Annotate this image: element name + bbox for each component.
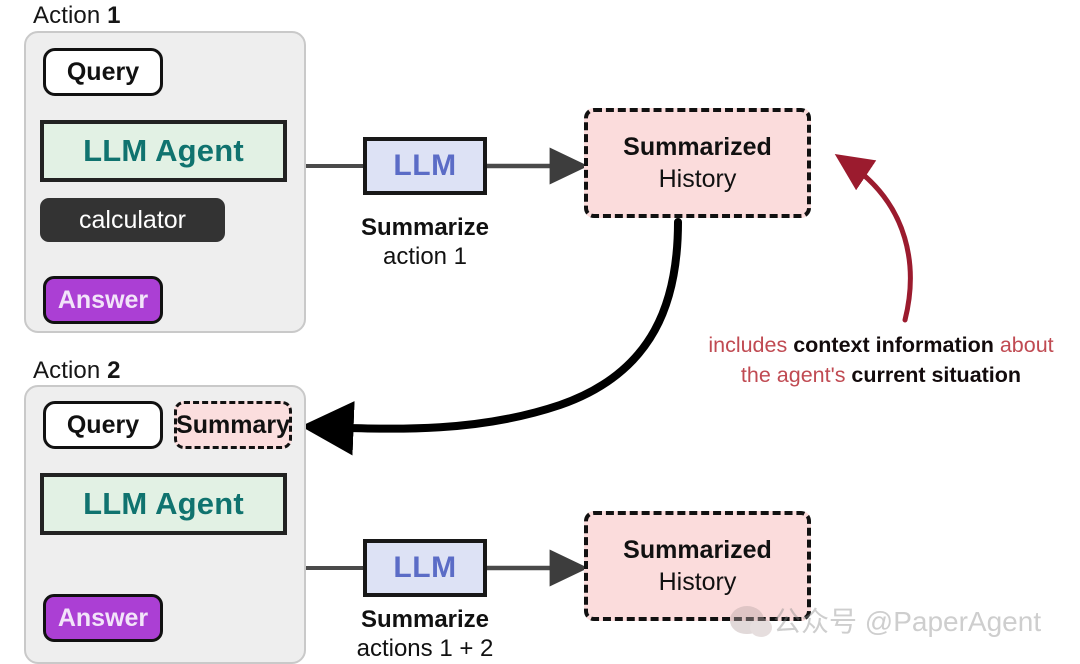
node-tool-calculator-1[interactable]: calculator — [40, 198, 225, 242]
annotation-l1-b: about — [993, 333, 1054, 357]
annotation-arrow-red — [834, 154, 913, 323]
annotation-context-information: includes context information about the a… — [700, 331, 1062, 390]
section-label-prefix-2: Action — [33, 357, 108, 384]
section-label-number-2: 2 — [107, 357, 121, 384]
node-answer-1[interactable]: Answer — [43, 276, 163, 324]
history-subtitle-2: History — [658, 567, 737, 596]
node-summary-chip-2[interactable]: Summary — [174, 401, 292, 449]
section-label-prefix-1: Action — [33, 2, 108, 29]
caption-summarize-sub-2: actions 1 + 2 — [356, 635, 494, 663]
history-title-2: Summarized — [623, 535, 772, 564]
node-answer-2[interactable]: Answer — [43, 594, 163, 642]
history-subtitle-1: History — [658, 164, 737, 193]
annotation-l2-bold: current situation — [851, 362, 1022, 387]
section-label-action-1: Action 1 — [33, 2, 121, 30]
annotation-l2-a: the agent's — [740, 362, 852, 387]
caption-summarize-title-2: Summarize — [360, 606, 490, 633]
node-llm-1[interactable]: LLM — [363, 137, 487, 195]
section-label-action-2: Action 2 — [33, 357, 121, 385]
caption-summarize-title-1: Summarize — [360, 214, 490, 241]
section-label-number-1: 1 — [107, 2, 121, 29]
node-llm-agent-2[interactable]: LLM Agent — [40, 473, 287, 535]
caption-summarize-2: Summarize actions 1 + 2 — [335, 606, 515, 664]
watermark: 公众号 @PaperAgent — [730, 600, 1041, 640]
wechat-icon — [730, 606, 772, 637]
watermark-text: 公众号 @PaperAgent — [773, 606, 1042, 637]
node-query-2[interactable]: Query — [43, 401, 163, 449]
node-llm-agent-1[interactable]: LLM Agent — [40, 120, 287, 182]
node-llm-2[interactable]: LLM — [363, 539, 487, 597]
annotation-line-2: the agent's current situation — [700, 361, 1062, 391]
annotation-line-1: includes context information about — [700, 331, 1062, 361]
annotation-l1-a: includes — [708, 333, 794, 357]
node-query-1[interactable]: Query — [43, 48, 163, 96]
caption-summarize-sub-1: action 1 — [382, 243, 468, 271]
annotation-l1-bold: context information — [793, 333, 994, 357]
node-summarized-history-2[interactable]: Summarized History — [584, 511, 811, 621]
history-title-1: Summarized — [623, 132, 772, 161]
caption-summarize-1: Summarize action 1 — [335, 214, 515, 272]
node-summarized-history-1[interactable]: Summarized History — [584, 108, 811, 218]
